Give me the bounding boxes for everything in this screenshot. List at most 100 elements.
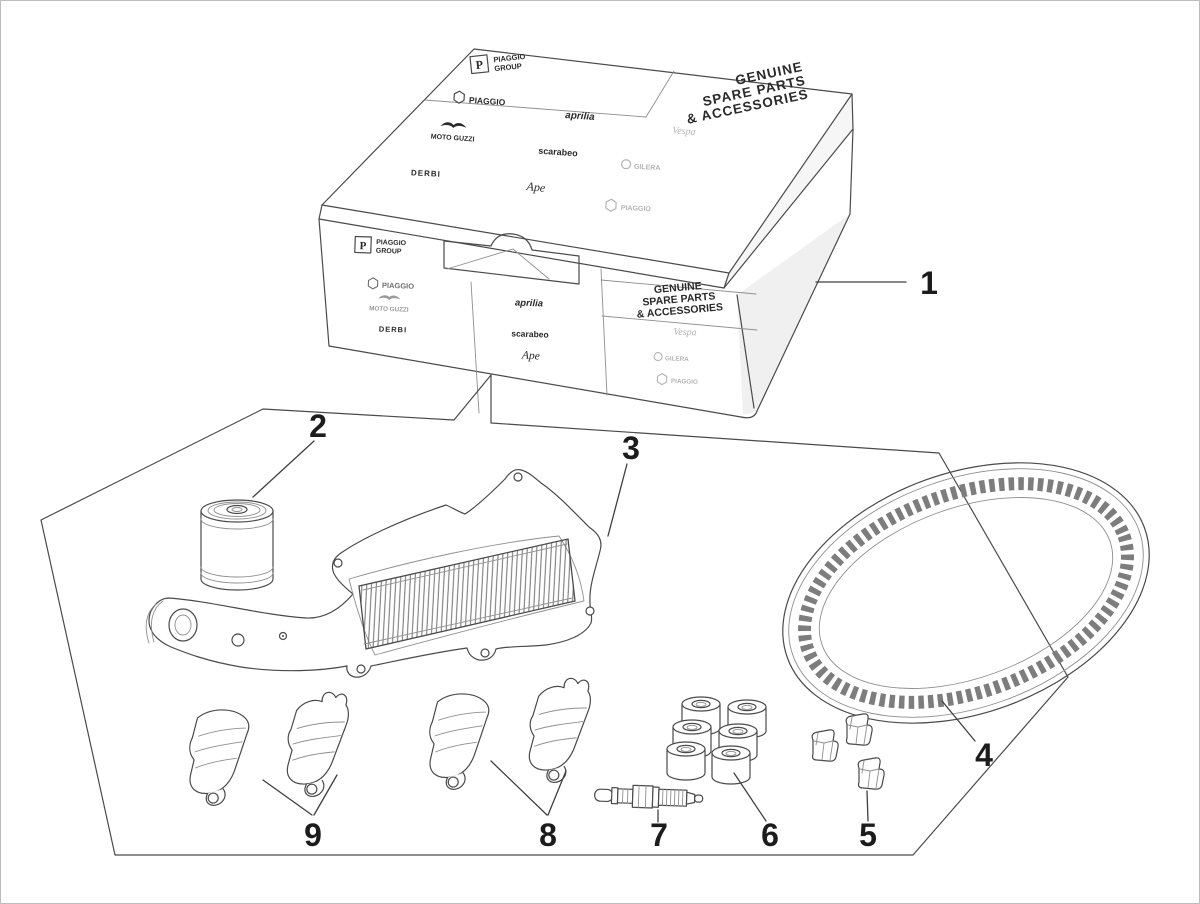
box-base-right-face [737,214,850,415]
brake-pad [183,706,251,809]
brand-aprilia-top: aprilia [565,110,596,123]
group-name-line1: PIAGGIO [376,239,407,247]
brand-moto-guzzi-label: MOTO GUZZI [369,305,409,313]
brand-ape-top: Ape [525,179,547,195]
piaggio-hexagon-icon [605,198,617,212]
brand-piaggio-front: PIAGGIO [367,277,415,291]
moto-guzzi-eagle-icon [378,295,401,301]
brand-scarabeo-top: scarabeo [538,146,579,159]
piaggio-group-logo-front: P PIAGGIO GROUP [354,235,407,256]
callout-1: 1 [920,265,938,301]
clip [857,757,885,790]
air-filter [145,468,602,678]
tagline-line1: GENUINE [654,280,703,296]
brake-pad [279,686,352,801]
brand-aprilia-front: aprilia [515,298,543,310]
brand-vespa-front: Vespa [673,327,697,339]
brand-piaggio-commercial-label: PIAGGIO [671,378,698,386]
callouts: 1 2 3 4 5 6 7 8 9 [252,265,993,853]
callout-7: 7 [650,817,668,853]
kit-contents-panel [40,374,1069,856]
brand-moto-guzzi-front: MOTO GUZZI [369,295,409,314]
brake-pads-front-set [423,672,594,793]
callout-3: 3 [622,430,640,466]
brand-piaggio-label: PIAGGIO [382,281,415,291]
box-lid-fold-lines [424,70,675,118]
roller [666,741,706,781]
air-filter-intake-bellows [145,600,198,644]
leader-3 [607,463,628,537]
brand-gilera-top: GILERA [620,159,661,172]
oil-filter-body [200,510,274,591]
brand-gilera-label: GILERA [634,164,661,172]
leader-6 [733,772,767,822]
group-name-line2: GROUP [494,61,522,73]
piaggio-hexagon-icon [453,90,465,104]
brake-pad [423,690,491,793]
leader-5 [866,790,869,822]
gasket-inner-line [348,535,585,656]
plug-terminal-nut [694,794,704,803]
belt-teeth [798,477,1134,709]
brake-pads-rear-set [183,686,352,809]
clip [811,729,839,762]
oil-filter-hole [226,504,248,515]
mounting-ears [333,472,595,674]
belt-inner-edge [818,497,1114,689]
piaggio-group-logo-top: P PIAGGIO GROUP [469,52,526,75]
emblem-letter: P [359,240,366,252]
brand-vespa-top: Vespa [672,125,696,138]
leader-4 [941,700,976,742]
spare-parts-box: P PIAGGIO GROUP GENUINE SPARE PARTS & AC… [318,48,854,419]
brand-gilera-label: GILERA [665,355,689,363]
brand-derbi-front: DERBI [379,325,408,335]
belt-clips [811,713,885,790]
brand-piaggio-commercial-top: PIAGGIO [605,198,652,214]
brand-piaggio-commercial-label: PIAGGIO [621,205,652,214]
variator-rollers [666,696,767,785]
callout-4: 4 [975,737,993,773]
box-lid-tab [443,233,758,414]
group-name-line2: GROUP [376,248,402,256]
leader-2 [252,440,315,498]
gilera-emblem-icon [653,351,663,362]
callout-2: 2 [309,408,327,444]
piaggio-group-emblem-icon [354,235,372,254]
callout-8: 8 [539,817,557,853]
emblem-letter: P [475,57,484,72]
clip [845,713,873,746]
plug-terminal [685,791,696,805]
brand-moto-guzzi-top: MOTO GUZZI [431,122,475,144]
brand-derbi-top: DERBI [411,168,441,179]
brand-piaggio-label: PIAGGIO [469,95,506,108]
box-lid-rim-front [318,204,730,289]
drive-belt [782,462,1150,724]
spark-plug [594,784,704,809]
arm-hole [231,633,245,647]
belt-outer-edge [782,462,1150,724]
group-name-line1: PIAGGIO [493,52,526,64]
piaggio-hexagon-icon [367,277,379,290]
leader-9 [262,774,338,816]
plug-insulator [616,788,634,804]
box-lid-right-rim-face [724,94,853,288]
callout-5: 5 [859,817,877,853]
gilera-emblem-icon [620,159,632,170]
brake-pad [521,672,594,787]
leader-8 [490,760,567,816]
brand-moto-guzzi-label: MOTO GUZZI [431,133,475,143]
callout-6: 6 [761,817,779,853]
brand-gilera-front: GILERA [653,351,689,363]
brand-piaggio-commercial-front: PIAGGIO [656,372,698,386]
oil-filter [200,499,274,591]
brand-piaggio-top: PIAGGIO [453,90,506,108]
piaggio-group-emblem-icon [469,54,490,75]
plug-hex-nut [631,784,654,809]
brand-scarabeo-front: scarabeo [511,328,549,339]
roller [711,745,751,785]
moto-guzzi-eagle-icon [440,122,467,129]
box-base-outline [318,128,854,419]
piaggio-hexagon-icon [656,372,668,386]
